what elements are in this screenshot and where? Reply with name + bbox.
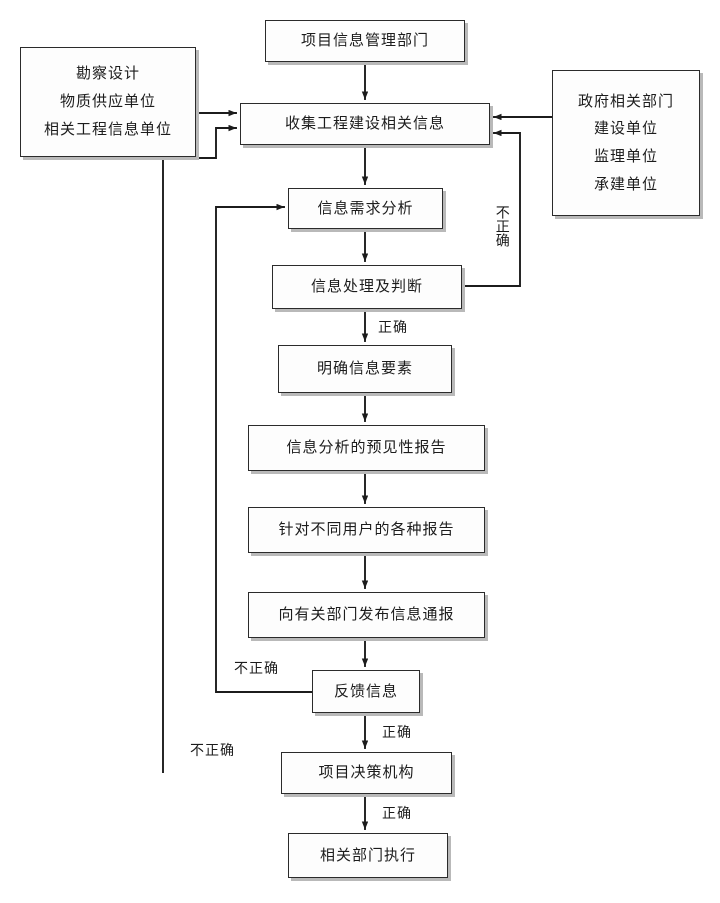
node-label-line-1: 政府相关部门: [577, 91, 674, 110]
node-label: 反馈信息: [333, 681, 398, 700]
edge-feedback-incorrect-to-demand: [215, 203, 313, 693]
edge-label-correct-decision: 正确: [382, 806, 412, 822]
node-publish-bulletin[interactable]: 向有关部门发布信息通报: [248, 592, 485, 638]
node-label: 针对不同用户的各种报告: [278, 520, 455, 539]
node-label-line-4: 承建单位: [593, 174, 658, 193]
node-user-reports[interactable]: 针对不同用户的各种报告: [248, 507, 485, 553]
node-survey-design[interactable]: 勘察设计 物质供应单位 相关工程信息单位: [20, 47, 196, 157]
node-label: 项目决策机构: [318, 763, 415, 782]
edge-process-incorrect-to-collect: [461, 129, 521, 287]
node-demand-analysis[interactable]: 信息需求分析: [288, 188, 443, 229]
node-project-info-dept[interactable]: 项目信息管理部门: [265, 20, 465, 62]
node-label-line-3: 监理单位: [593, 147, 658, 165]
edge-decision-feedback-to-collect: [162, 124, 237, 773]
node-label: 明确信息要素: [316, 359, 413, 378]
node-label: 向有关部门发布信息通报: [278, 605, 455, 624]
node-label: 收集工程建设相关信息: [284, 114, 445, 133]
node-predictive-report[interactable]: 信息分析的预见性报告: [248, 425, 485, 471]
node-feedback-info[interactable]: 反馈信息: [312, 670, 420, 713]
edge-label-correct-process: 正确: [378, 320, 408, 336]
edge-label-incorrect-process: 不正确: [493, 205, 510, 247]
edge-label-incorrect-decision: 不正确: [190, 743, 235, 759]
node-label: 相关部门执行: [319, 845, 416, 864]
edge-label-incorrect-feedback: 不正确: [234, 661, 279, 677]
node-label-line-2: 建设单位: [593, 119, 658, 138]
node-label-line-2: 物质供应单位: [59, 92, 156, 111]
node-decision-body[interactable]: 项目决策机构: [281, 752, 452, 794]
node-collect-info[interactable]: 收集工程建设相关信息: [240, 103, 490, 145]
node-label-line-3: 相关工程信息单位: [43, 119, 172, 138]
edge-label-correct-feedback: 正确: [382, 725, 412, 741]
node-dept-execute[interactable]: 相关部门执行: [288, 833, 448, 878]
node-government-units[interactable]: 政府相关部门 建设单位 监理单位 承建单位: [552, 70, 700, 216]
node-label: 项目信息管理部门: [300, 31, 429, 50]
node-process-judge[interactable]: 信息处理及判断: [272, 265, 462, 309]
node-label-line-1: 勘察设计: [75, 64, 140, 83]
node-label: 信息处理及判断: [310, 277, 423, 296]
node-clarify-elements[interactable]: 明确信息要素: [278, 345, 452, 393]
node-label: 信息分析的预见性报告: [286, 438, 447, 457]
node-label: 信息需求分析: [317, 198, 414, 217]
